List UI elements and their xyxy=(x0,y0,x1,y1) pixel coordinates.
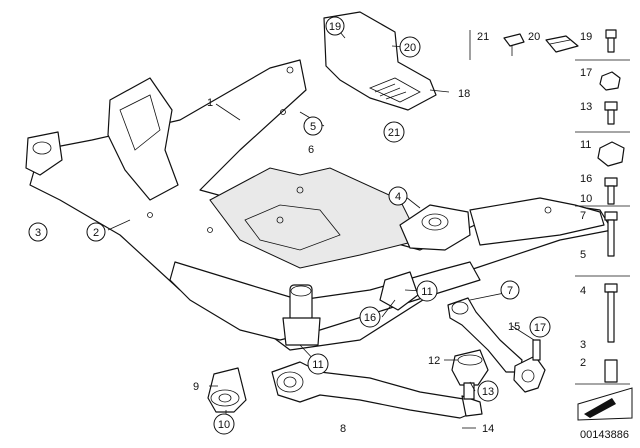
callout-text: 12 xyxy=(428,355,440,367)
callout-text: 6 xyxy=(308,144,314,156)
callout-text: 17 xyxy=(534,322,546,334)
callout-6: 6 xyxy=(308,144,314,156)
wedge-icon xyxy=(577,387,633,421)
legend-label-right: 20 xyxy=(528,31,540,43)
callout-text: 11 xyxy=(312,359,323,371)
ball-joint xyxy=(451,349,489,400)
svg-text:10: 10 xyxy=(580,193,592,205)
callout-16: 16 xyxy=(359,306,381,328)
svg-text:5: 5 xyxy=(580,249,586,261)
control-arm-lower xyxy=(271,361,483,419)
svg-text:2: 2 xyxy=(580,357,586,369)
callout-text: 1 xyxy=(207,97,213,109)
callout-text: 5 xyxy=(310,121,316,133)
callout-text: 19 xyxy=(329,21,341,33)
svg-text:3: 3 xyxy=(580,339,586,351)
callout-4: 4 xyxy=(388,186,408,206)
callout-11-right: 11 xyxy=(416,280,438,302)
callout-18: 18 xyxy=(458,88,470,100)
callout-14: 14 xyxy=(482,423,494,435)
callout-text: 18 xyxy=(458,88,470,100)
svg-text:7: 7 xyxy=(580,210,586,222)
callout-7: 7 xyxy=(500,280,520,300)
fastener-column xyxy=(575,29,630,385)
svg-text:17: 17 xyxy=(580,67,592,79)
callout-text: 21 xyxy=(388,127,400,139)
callout-3: 3 xyxy=(28,222,48,242)
callout-17: 17 xyxy=(529,316,551,338)
callout-text: 20 xyxy=(404,42,416,54)
svg-text:16: 16 xyxy=(580,173,592,185)
callout-2: 2 xyxy=(86,222,106,242)
callout-text: 9 xyxy=(193,381,199,393)
callout-text: 2 xyxy=(93,227,99,239)
callout-text: 7 xyxy=(507,285,513,297)
diagram-id: 00143886 xyxy=(580,429,629,441)
callout-text: 8 xyxy=(340,423,346,435)
callout-9: 9 xyxy=(193,381,199,393)
callout-13: 13 xyxy=(477,380,499,402)
callout-text: 10 xyxy=(218,419,230,431)
legend-label-left: 21 xyxy=(477,31,489,43)
fastener-labels: 19 17 13 11 16 10 7 5 4 3 2 xyxy=(580,31,592,369)
callout-21: 21 xyxy=(383,121,405,143)
svg-text:13: 13 xyxy=(580,101,592,113)
callout-text: 15 xyxy=(508,321,520,333)
callout-5: 5 xyxy=(303,116,323,136)
callout-text: 11 xyxy=(421,286,432,298)
callout-1: 1 xyxy=(207,97,213,109)
front-subframe xyxy=(25,59,613,351)
tie-rod-end xyxy=(513,339,546,393)
svg-text:11: 11 xyxy=(580,139,591,151)
callout-text: 13 xyxy=(482,386,494,398)
rubber-bushing xyxy=(207,367,247,413)
heat-shield xyxy=(323,11,437,111)
svg-text:4: 4 xyxy=(580,285,586,297)
fastener-legend-top xyxy=(503,33,579,56)
callout-20: 20 xyxy=(399,36,421,58)
callout-11-center: 11 xyxy=(307,353,329,375)
callout-text: 14 xyxy=(482,423,494,435)
callout-12: 12 xyxy=(428,355,440,367)
callout-15: 15 xyxy=(508,321,520,333)
callout-text: 4 xyxy=(395,191,401,203)
callout-8: 8 xyxy=(340,423,346,435)
callout-text: 3 xyxy=(35,227,41,239)
svg-text:19: 19 xyxy=(580,31,592,43)
callout-10: 10 xyxy=(213,413,235,435)
callout-19: 19 xyxy=(325,16,345,36)
callout-text: 16 xyxy=(364,312,376,324)
